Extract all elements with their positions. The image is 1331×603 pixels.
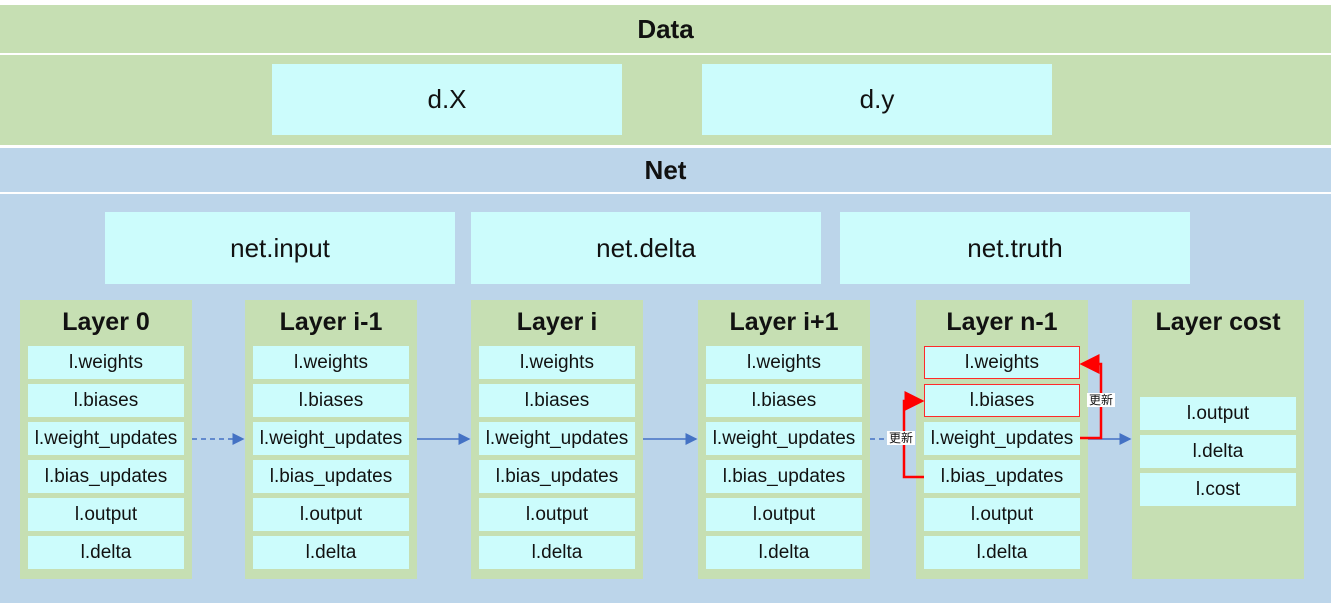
- field-bias-updates: l.bias_updates: [479, 460, 635, 493]
- field-delta: l.delta: [479, 536, 635, 569]
- layer-i: Layer i l.weights l.biases l.weight_upda…: [471, 300, 643, 579]
- layer-title: Layer n-1: [946, 308, 1058, 336]
- field-output: l.output: [28, 498, 184, 531]
- field-weight-updates: l.weight_updates: [706, 422, 862, 455]
- field-delta: l.delta: [28, 536, 184, 569]
- field-biases: l.biases: [28, 384, 184, 417]
- field-weights: l.weights: [253, 346, 409, 379]
- layer-title: Layer cost: [1155, 308, 1281, 336]
- data-section-title: Data: [0, 5, 1331, 53]
- update-label-right: 更新: [1087, 393, 1116, 407]
- layer-cost: Layer cost l.output l.delta l.cost: [1132, 300, 1304, 579]
- layer-i-minus-1: Layer i-1 l.weights l.biases l.weight_up…: [245, 300, 417, 579]
- field-bias-updates: l.bias_updates: [28, 460, 184, 493]
- layer-title: Layer i+1: [729, 308, 839, 336]
- field-bias-updates: l.bias_updates: [253, 460, 409, 493]
- layer-title: Layer i-1: [279, 308, 383, 336]
- field-delta: l.delta: [1140, 435, 1296, 468]
- update-label-left: 更新: [887, 431, 916, 445]
- field-biases: l.biases: [479, 384, 635, 417]
- field-delta: l.delta: [706, 536, 862, 569]
- field-weight-updates: l.weight_updates: [479, 422, 635, 455]
- field-weights: l.weights: [28, 346, 184, 379]
- data-y-box: d.y: [702, 64, 1052, 135]
- field-weight-updates: l.weight_updates: [28, 422, 184, 455]
- field-delta: l.delta: [924, 536, 1080, 569]
- layer-title: Layer i: [516, 308, 598, 336]
- field-biases: l.biases: [706, 384, 862, 417]
- field-biases: l.biases: [924, 384, 1080, 417]
- net-input-box: net.input: [105, 212, 455, 284]
- layer-n-minus-1: Layer n-1 l.weights l.biases l.weight_up…: [916, 300, 1088, 579]
- field-bias-updates: l.bias_updates: [706, 460, 862, 493]
- field-cost: l.cost: [1140, 473, 1296, 506]
- layer-0: Layer 0 l.weights l.biases l.weight_upda…: [20, 300, 192, 579]
- net-delta-box: net.delta: [471, 212, 821, 284]
- field-output: l.output: [1140, 397, 1296, 430]
- data-x-box: d.X: [272, 64, 622, 135]
- field-biases: l.biases: [253, 384, 409, 417]
- data-section-body: [0, 55, 1331, 145]
- field-weight-updates: l.weight_updates: [253, 422, 409, 455]
- field-bias-updates: l.bias_updates: [924, 460, 1080, 493]
- field-output: l.output: [706, 498, 862, 531]
- field-output: l.output: [479, 498, 635, 531]
- field-delta: l.delta: [253, 536, 409, 569]
- net-section-title: Net: [0, 148, 1331, 192]
- field-weights: l.weights: [479, 346, 635, 379]
- field-output: l.output: [924, 498, 1080, 531]
- field-weights: l.weights: [924, 346, 1080, 379]
- field-weights: l.weights: [706, 346, 862, 379]
- layer-i-plus-1: Layer i+1 l.weights l.biases l.weight_up…: [698, 300, 870, 579]
- net-truth-box: net.truth: [840, 212, 1190, 284]
- layer-title: Layer 0: [62, 308, 150, 336]
- field-weight-updates: l.weight_updates: [924, 422, 1080, 455]
- field-output: l.output: [253, 498, 409, 531]
